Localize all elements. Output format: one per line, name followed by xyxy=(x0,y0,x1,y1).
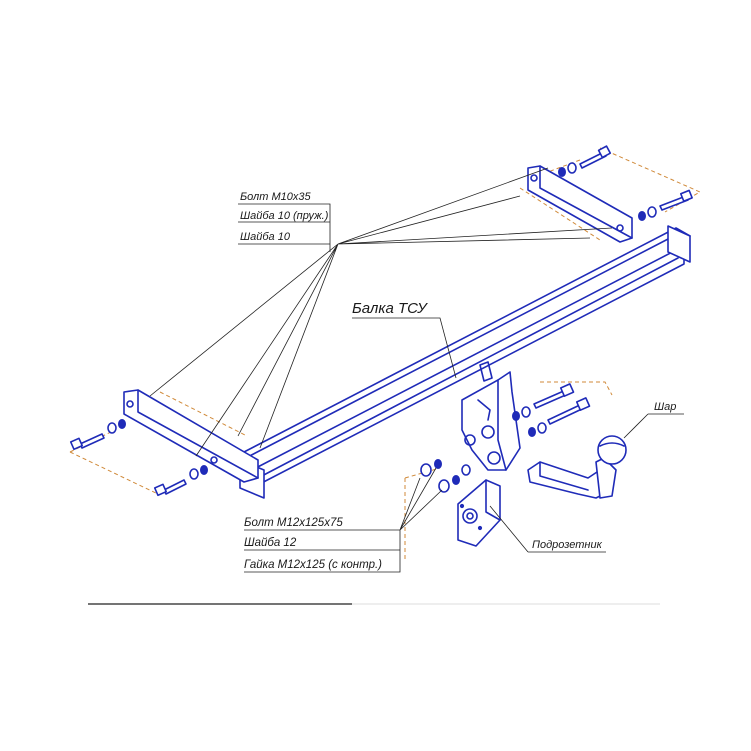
label-nut-m12: Гайка М12х125 (с контр.) xyxy=(244,559,382,571)
leader-beam xyxy=(352,317,457,379)
label-washer-12: Шайба 12 xyxy=(244,537,297,549)
fasteners-center-left xyxy=(420,459,471,493)
label-washer-10-spring: Шайба 10 (пруж.) xyxy=(240,210,329,222)
bracket-right xyxy=(527,165,633,243)
label-bolt-m12: Болт М12х125х75 xyxy=(244,517,343,529)
bracket-right-plate xyxy=(527,165,633,243)
leader-lines xyxy=(149,167,684,573)
leader-top-group xyxy=(337,167,613,245)
fasteners-right-top xyxy=(558,145,612,177)
label-socket-plate: Подрозетник xyxy=(532,539,603,551)
label-washer-10: Шайба 10 xyxy=(240,231,291,243)
beam-body xyxy=(237,237,685,471)
beam-seam xyxy=(479,361,493,382)
leader-ball xyxy=(623,413,684,439)
center-bracket xyxy=(461,371,521,471)
fasteners-center-right xyxy=(512,383,591,437)
beam-end-cap-right xyxy=(667,225,691,263)
mount-outline-center xyxy=(404,381,613,560)
fasteners-left-top xyxy=(69,419,126,451)
beam-inner-line xyxy=(257,257,679,479)
label-bolt-m10: Болт М10х35 xyxy=(240,191,311,203)
leader-socket-plate xyxy=(489,505,606,553)
leader-bottom-group xyxy=(244,467,443,573)
fasteners-left-bottom xyxy=(153,465,208,497)
fasteners-right-bottom xyxy=(638,189,693,221)
label-beam: Балка ТСУ xyxy=(352,300,428,317)
bracket-left xyxy=(123,389,259,483)
tow-ball xyxy=(527,435,627,499)
bracket-left-plate xyxy=(123,389,259,483)
ball-sphere xyxy=(597,435,627,465)
label-ball: Шар xyxy=(654,401,676,413)
center-bracket-plate xyxy=(461,371,521,471)
socket-plate-part xyxy=(457,479,501,547)
